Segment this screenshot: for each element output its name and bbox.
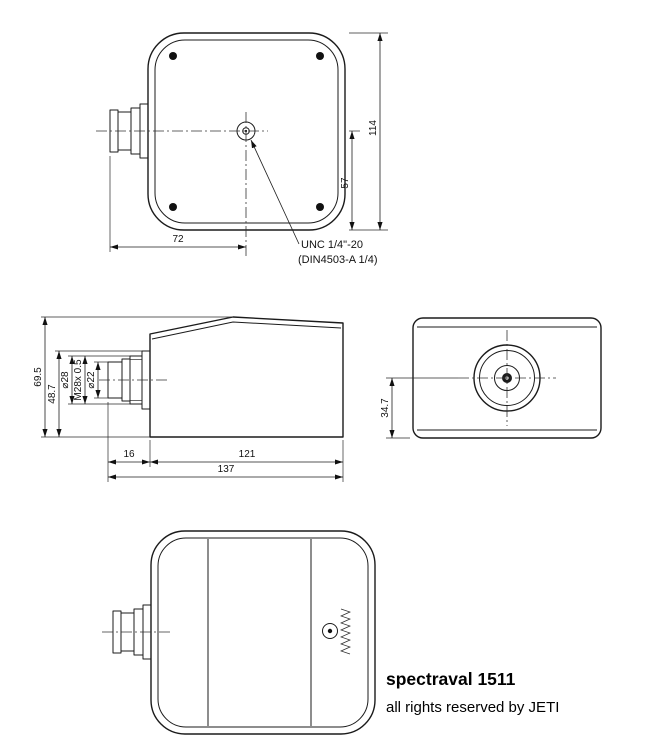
side-view-dimensions-left: 69.5 48.7 ⌀28 M28x 0.5 ⌀22: [33, 316, 233, 438]
thumbwheel-center: [327, 628, 333, 634]
corner-screw-icon: [169, 52, 177, 60]
caption: spectraval 1511 all rights reserved by J…: [386, 669, 559, 716]
bottom-body-outer-outline: [150, 530, 376, 735]
dim-label-69-5: 69.5: [33, 367, 44, 387]
dim-label-16: 16: [123, 449, 135, 460]
side-body-chamfer-line: [151, 321, 342, 340]
front-view-dimensions: 34.7: [380, 377, 458, 439]
thread-note-line1: UNC 1/4"-20: [301, 239, 363, 251]
dim-label-d22: ⌀22: [86, 371, 97, 389]
top-view-centerlines: [96, 112, 268, 256]
dim-label-48-7: 48.7: [47, 384, 58, 404]
thread-note-leader: [250, 139, 300, 245]
top-view-body: [147, 32, 346, 231]
product-title: spectraval 1511: [386, 669, 516, 689]
thread-note: UNC 1/4"-20 (DIN4503-A 1/4): [250, 139, 377, 266]
side-view: 69.5 48.7 ⌀28 M28x 0.5 ⌀22 16 121 137: [33, 316, 344, 482]
dim-label-72: 72: [172, 234, 184, 245]
front-view: 34.7: [380, 317, 602, 439]
thumbwheel: [322, 608, 351, 655]
side-view-dimensions-bottom: 16 121 137: [107, 402, 344, 482]
dim-label-m28: M28x 0.5: [73, 359, 84, 401]
front-extension-lines: [386, 377, 458, 439]
top-body-inner-outline: [154, 39, 339, 224]
dim-label-57: 57: [340, 177, 351, 189]
bottom-view: [102, 530, 376, 735]
corner-screw-icon: [316, 203, 324, 211]
bottom-body-inner-outline: [157, 537, 369, 728]
dim-label-34-7: 34.7: [380, 398, 391, 418]
rights-note: all rights reserved by JETI: [386, 699, 559, 716]
side-view-body: [149, 316, 344, 438]
dim-label-137: 137: [218, 464, 235, 475]
knurl-pattern: [340, 608, 351, 655]
top-view: 72 57 114 UNC 1/4"-20 (DIN4503-A 1/4): [96, 32, 388, 266]
corner-screw-icon: [316, 52, 324, 60]
side-body-outline: [149, 316, 344, 438]
top-view-dimensions: 72 57 114: [109, 32, 388, 252]
dim-label-d28: ⌀28: [60, 371, 71, 389]
top-extension-lines: [109, 32, 388, 252]
thumbwheel-ring: [322, 623, 338, 639]
corner-screw-icon: [169, 203, 177, 211]
thread-note-line2: (DIN4503-A 1/4): [298, 254, 377, 266]
dim-label-114: 114: [368, 120, 379, 136]
dim-label-121: 121: [239, 449, 256, 460]
